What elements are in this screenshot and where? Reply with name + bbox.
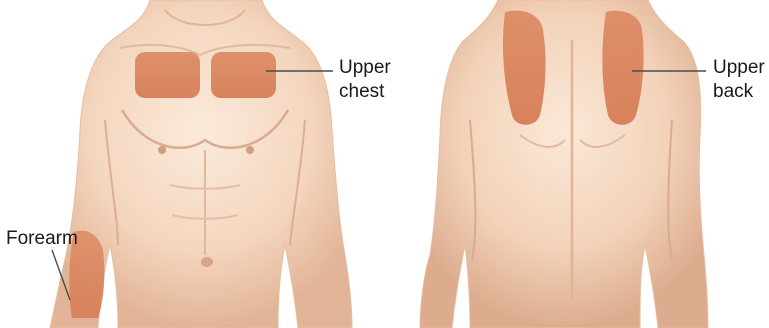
upper-chest-label-line1: Upper	[339, 56, 391, 80]
back-torso-figure	[420, 0, 708, 328]
nipple-right	[246, 146, 254, 154]
front-torso-figure	[50, 0, 352, 328]
back-torso-silhouette	[420, 0, 708, 328]
upper-back-label: Upper back	[713, 56, 765, 104]
upper-chest-left-patch	[135, 52, 200, 98]
navel	[201, 257, 213, 267]
upper-back-label-line2: back	[713, 80, 765, 104]
forearm-label: Forearm	[6, 227, 78, 251]
upper-chest-label-line2: chest	[339, 80, 391, 104]
upper-chest-right-patch	[211, 52, 276, 98]
upper-back-right-patch	[602, 11, 643, 125]
upper-back-label-line1: Upper	[713, 56, 765, 80]
upper-chest-label: Upper chest	[339, 56, 391, 104]
nipple-left	[158, 146, 166, 154]
